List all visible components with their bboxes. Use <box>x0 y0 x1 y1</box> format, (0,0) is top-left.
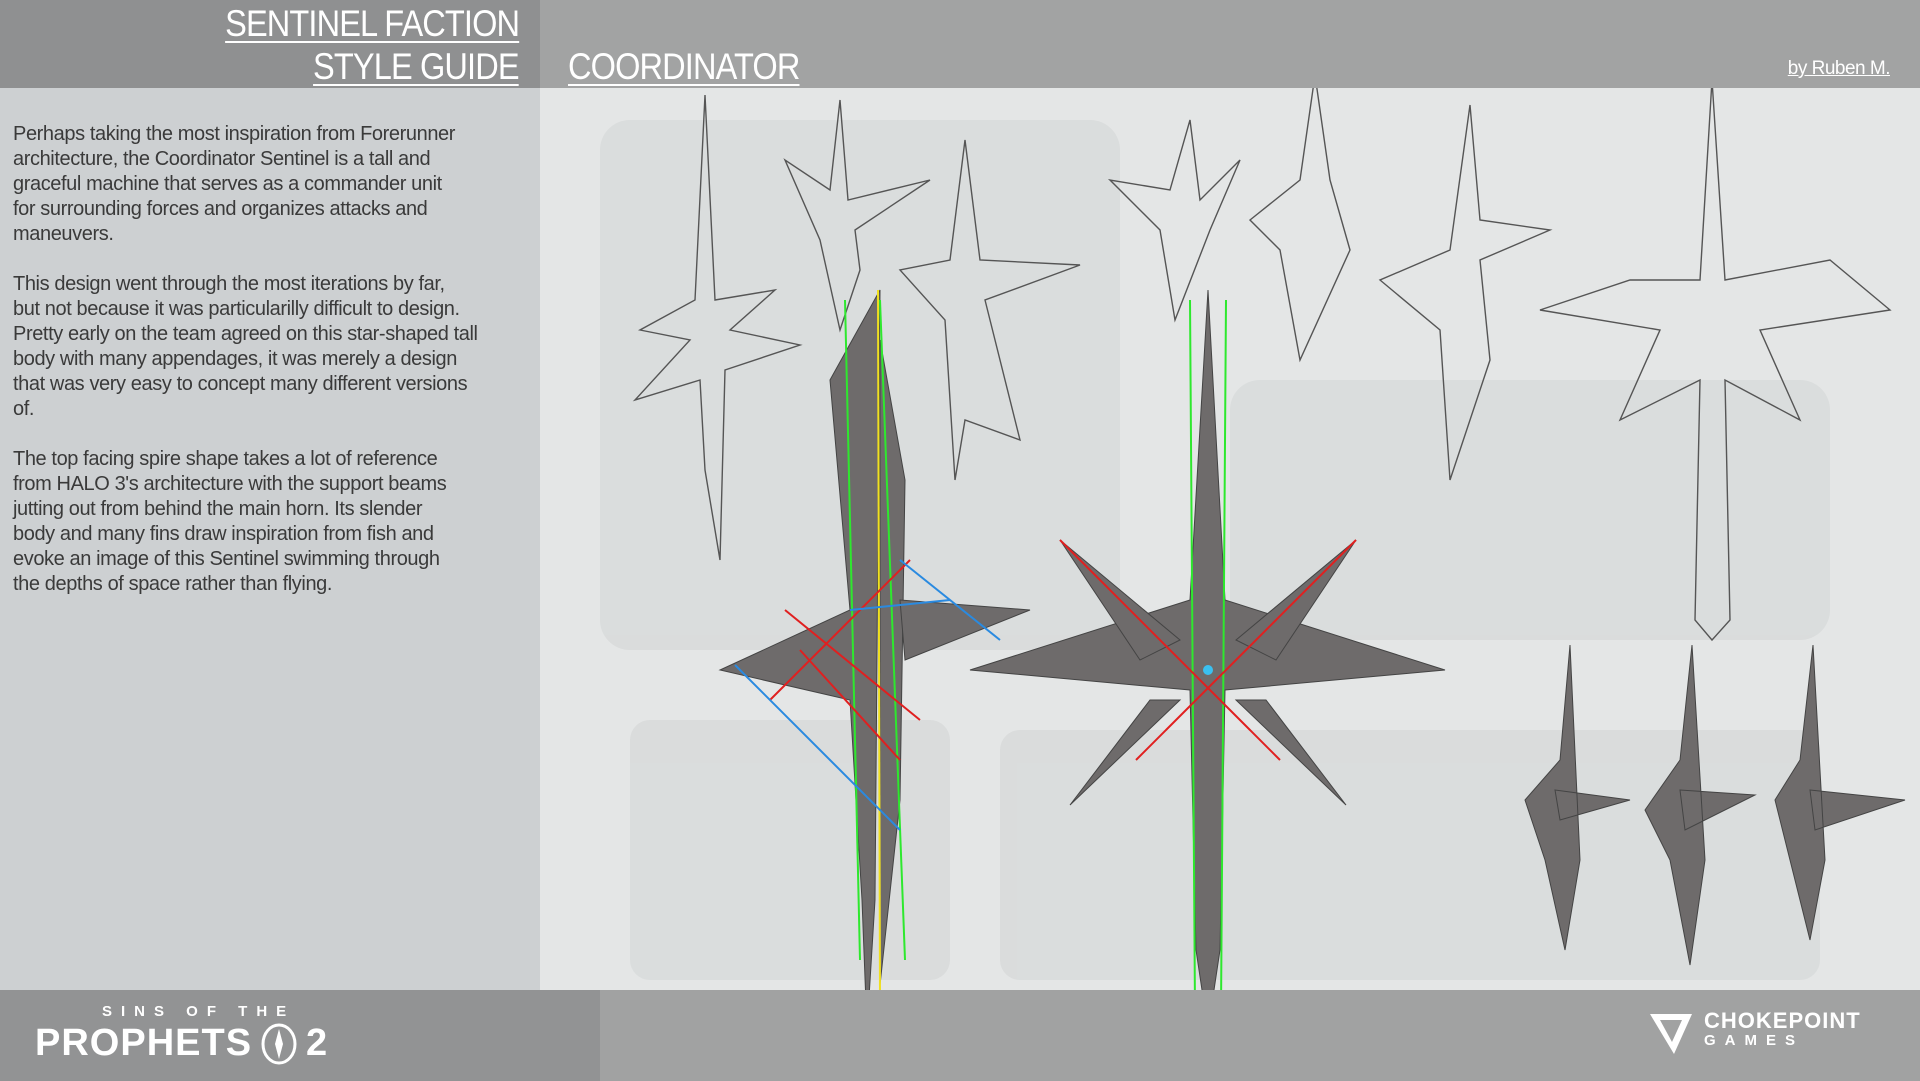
paragraph: This design went through the most iterat… <box>13 272 533 422</box>
sketch-lineart <box>632 88 1892 642</box>
concept-art-canvas <box>600 88 1906 990</box>
sketch-5 <box>1248 88 1351 363</box>
game-logo-main: PROPHETS <box>35 1022 253 1064</box>
text-line: that was very easy to concept many diffe… <box>13 373 468 395</box>
paragraph: Perhaps taking the most inspiration from… <box>13 122 533 247</box>
text-line: from HALO 3's architecture with the supp… <box>13 473 447 495</box>
text-line: body and many fins draw inspiration from… <box>13 523 434 545</box>
text-line: evoke an image of this Sentinel swimming… <box>13 548 440 570</box>
footer-logo-panel <box>0 990 600 1081</box>
ship-renders-small <box>1524 644 1906 966</box>
faction-title: SENTINEL FACTION <box>224 3 520 44</box>
text-line: the depths of space rather than flying. <box>13 573 333 595</box>
sketch-4 <box>1107 119 1241 323</box>
paragraph: The top facing spire shape takes a lot o… <box>13 447 533 597</box>
studio-logo: CHOKEPOINT GAMES <box>1648 1010 1861 1056</box>
studio-name-sub: GAMES <box>1704 1032 1805 1049</box>
ship-side-view <box>718 289 1031 990</box>
game-logo-top: SINS OF THE <box>102 1003 296 1020</box>
render-3 <box>1774 644 1906 941</box>
description-text: Perhaps taking the most inspiration from… <box>13 122 533 622</box>
chokepoint-logo-icon <box>1650 1014 1692 1054</box>
text-line: for surrounding forces and organizes att… <box>13 198 428 220</box>
unit-title: COORDINATOR <box>568 46 800 87</box>
sketch-7 <box>1539 88 1892 642</box>
header-bar: SENTINEL FACTION STYLE GUIDE COORDINATOR… <box>0 0 1920 88</box>
sketch-1 <box>632 94 803 561</box>
footer-bar: SINS OF THE PROPHETS 2 CHOKEPOINT GAMES <box>0 990 1920 1081</box>
author-credit: by Ruben M. <box>1787 58 1891 79</box>
game-logo: PROPHETS 2 <box>35 1022 328 1065</box>
text-line: of. <box>13 398 35 420</box>
text-line: Perhaps taking the most inspiration from… <box>13 123 456 145</box>
sketch-6 <box>1378 104 1553 481</box>
render-1 <box>1524 644 1631 951</box>
header-title-panel <box>0 0 540 88</box>
text-line: body with many appendages, it was merely… <box>13 348 457 370</box>
studio-name: CHOKEPOINT <box>1704 1008 1861 1033</box>
game-logo-number: 2 <box>306 1022 329 1064</box>
text-line: but not because it was particularilly di… <box>13 298 460 320</box>
text-line: jutting out from behind the main horn. I… <box>13 498 423 520</box>
sketch-3 <box>898 139 1081 481</box>
text-line: maneuvers. <box>13 223 114 245</box>
text-line: graceful machine that serves as a comman… <box>13 173 442 195</box>
game-emblem-icon <box>261 1023 297 1064</box>
text-line: Pretty early on the team agreed on this … <box>13 323 478 345</box>
text-line: architecture, the Coordinator Sentinel i… <box>13 148 431 170</box>
description-panel <box>0 88 540 990</box>
text-line: This design went through the most iterat… <box>13 273 445 295</box>
render-2 <box>1644 644 1757 966</box>
sketch-2 <box>783 99 931 333</box>
ship-top-view <box>969 289 1446 990</box>
style-guide-title: STYLE GUIDE <box>313 46 520 87</box>
text-line: The top facing spire shape takes a lot o… <box>13 448 438 470</box>
